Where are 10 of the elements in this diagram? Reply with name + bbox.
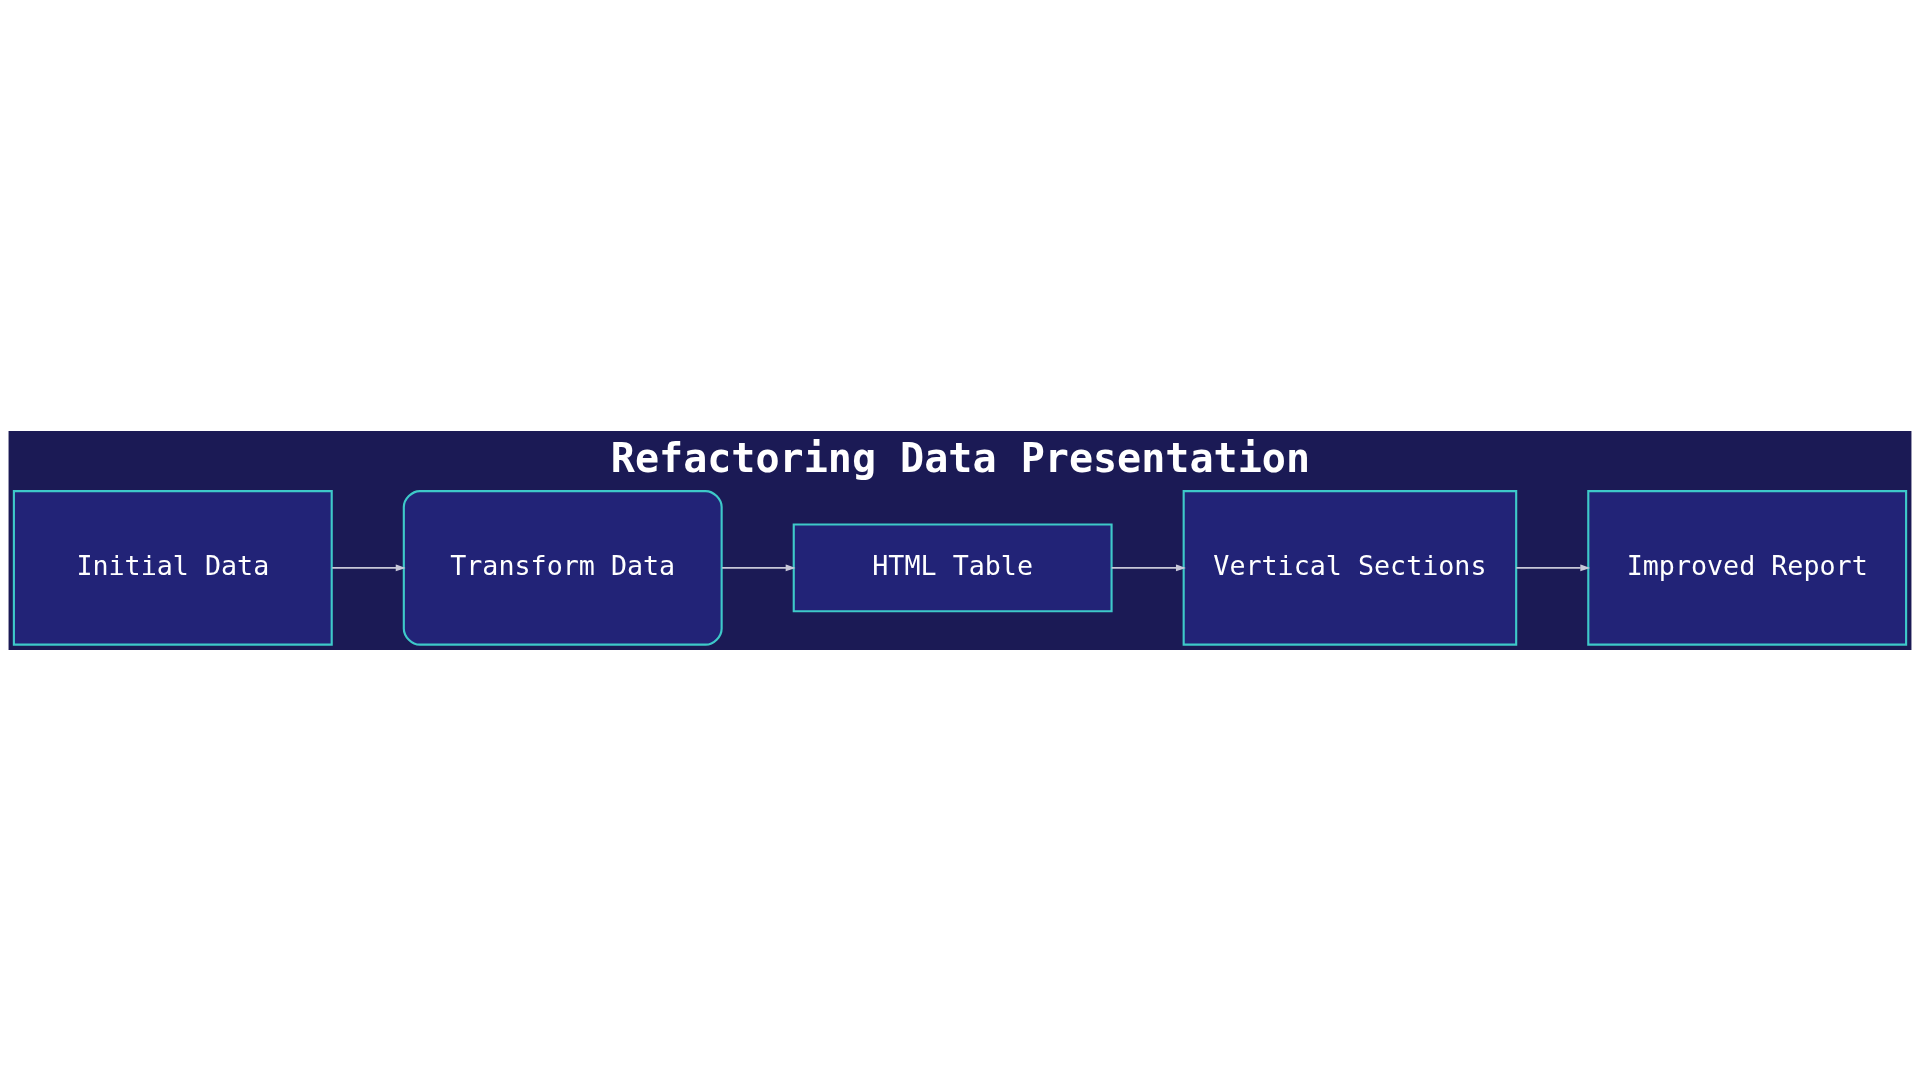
diagram-title: Refactoring Data Presentation — [610, 434, 1311, 481]
node-box: HTML Table — [792, 522, 1113, 612]
arrow — [1515, 563, 1591, 571]
node-box: Improved Report — [1587, 489, 1908, 646]
node-box: Transform Data — [402, 489, 723, 646]
arrow — [721, 563, 796, 571]
arrow — [1110, 563, 1186, 571]
node-box: Vertical Sections — [1182, 489, 1518, 646]
node-box: Initial Data — [12, 489, 333, 646]
arrow — [331, 563, 406, 571]
